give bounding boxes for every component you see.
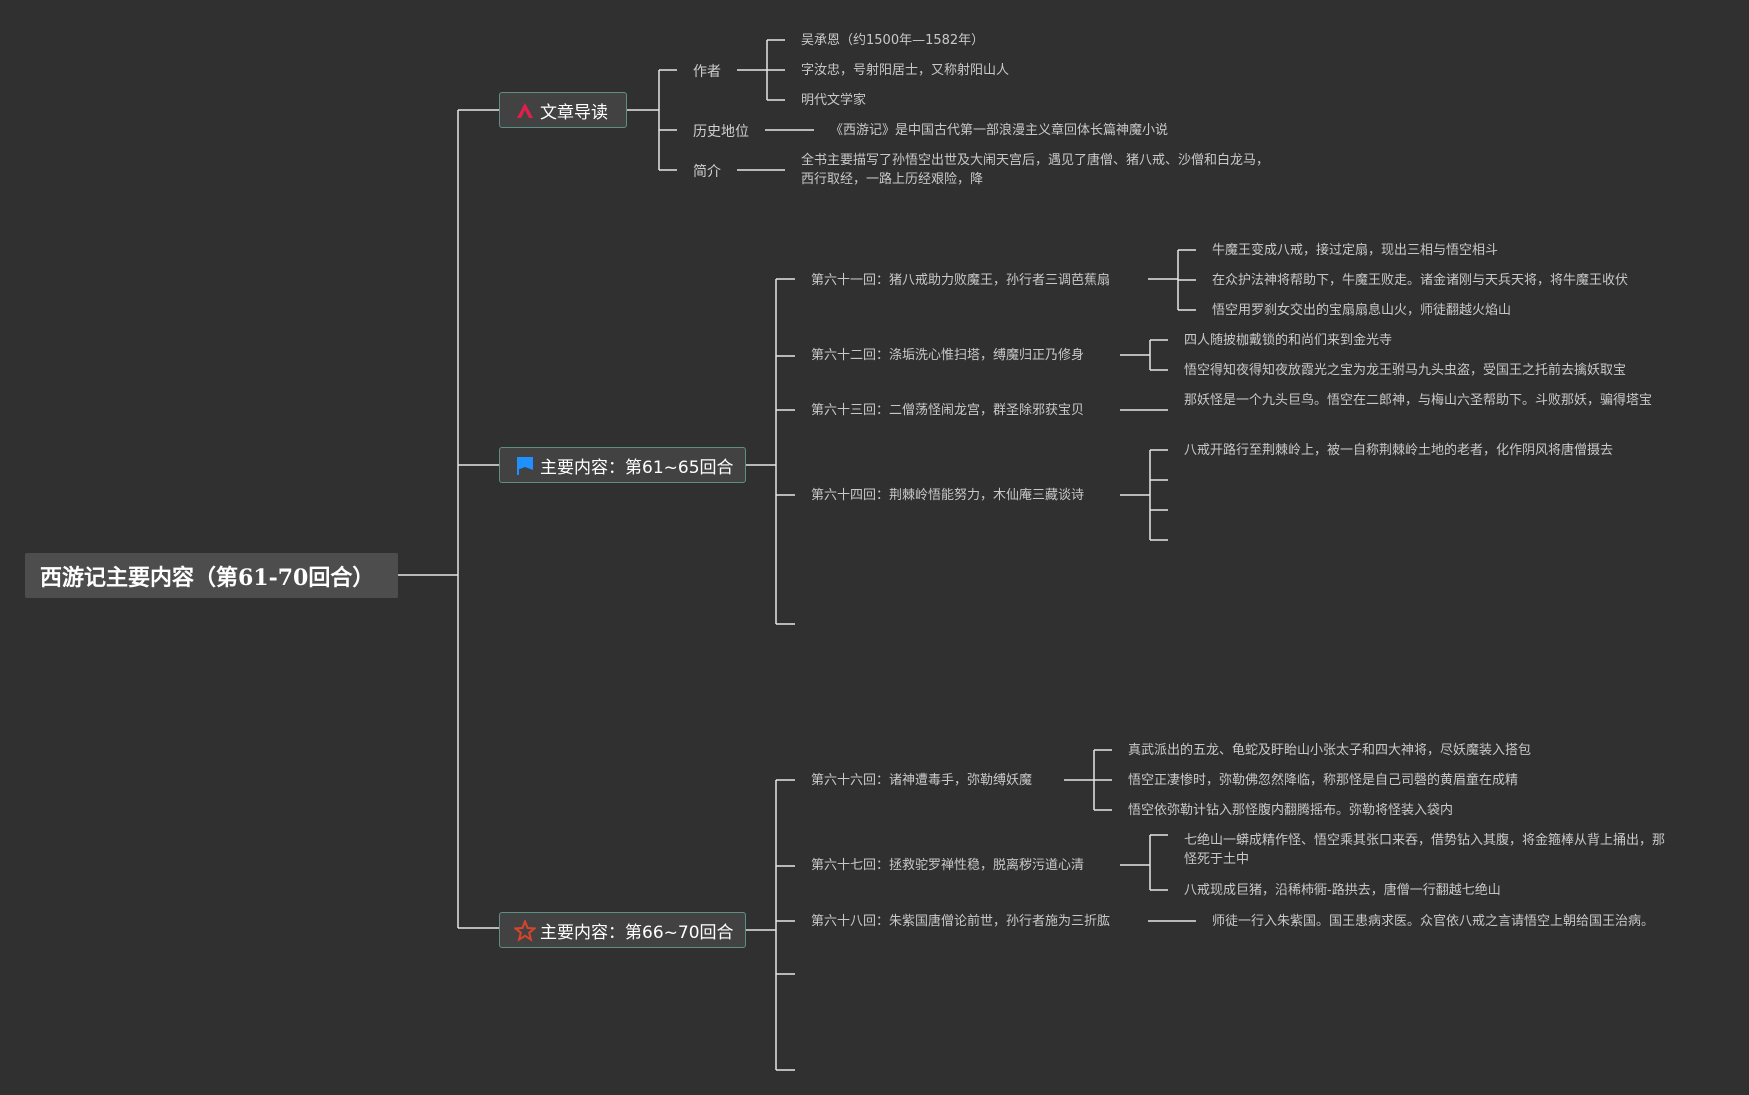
topic-chapters-61-65[interactable]: 主要内容：第61~65回合 <box>499 447 746 483</box>
blue-flag-icon <box>514 455 536 477</box>
chapter-62-item[interactable]: 悟空得知夜得知夜放霞光之宝为龙王驸马九头虫盗，受国王之托前去擒妖取宝 <box>1184 363 1627 378</box>
chapter-62-item[interactable]: 四人随披枷戴锁的和尚们来到金光寺 <box>1184 333 1393 348</box>
chapter-61-item[interactable]: 牛魔王变成八戒，接过定扇，现出三相与悟空相斗 <box>1212 243 1499 258</box>
root-topic[interactable]: 西游记主要内容（第61-70回合） <box>25 553 398 598</box>
topic-label: 文章导读 <box>540 102 608 123</box>
chapter-66-item[interactable]: 悟空正凄惨时，弥勒佛忽然降临，称那怪是自己司磬的黄眉童在成精 <box>1128 773 1519 788</box>
chapter-68-title[interactable]: 第六十八回：朱紫国唐僧论前世，孙行者施为三折肱 <box>811 914 1111 929</box>
chapter-61-item[interactable]: 在众护法神将帮助下，牛魔王败走。诸金诸刚与天兵天将，将牛魔王收伏 <box>1212 273 1629 288</box>
history-text[interactable]: 《西游记》是中国古代第一部浪漫主义章回体长篇神魔小说 <box>830 123 1169 138</box>
subtopic-history[interactable]: 历史地位 <box>693 124 749 140</box>
chapter-66-title[interactable]: 第六十六回：诸神遭毒手，弥勒缚妖魔 <box>811 773 1033 788</box>
chapter-67-item[interactable]: 八戒现成巨猪，沿稀柿衕-路拱去，唐僧一行翻越七绝山 <box>1184 883 1501 898</box>
topic-label: 主要内容：第61~65回合 <box>540 457 734 478</box>
triangle-flag-icon <box>514 100 536 122</box>
author-item[interactable]: 明代文学家 <box>801 93 867 108</box>
red-star-icon <box>512 918 538 942</box>
chapter-63-item[interactable]: 那妖怪是一个九头巨鸟。悟空在二郎神，与梅山六圣帮助下。斗败那妖，骗得塔宝 <box>1184 393 1653 408</box>
subtopic-author[interactable]: 作者 <box>693 64 721 80</box>
chapter-61-item[interactable]: 悟空用罗刹女交出的宝扇扇息山火，师徒翻越火焰山 <box>1212 303 1512 318</box>
chapter-68-item[interactable]: 师徒一行入朱紫国。国王患病求医。众官依八戒之言请悟空上朝给国王治病。 <box>1212 914 1655 929</box>
chapter-67-item[interactable]: 七绝山一蟒成精作怪、悟空乘其张口来吞，借势钻入其腹，将金箍棒从背上捅出，那怪死于… <box>1184 833 1666 867</box>
topic-label: 主要内容：第66~70回合 <box>540 922 734 943</box>
chapter-62-title[interactable]: 第六十二回：涤垢洗心惟扫塔，缚魔归正乃修身 <box>811 348 1085 363</box>
chapter-61-title[interactable]: 第六十一回：猪八戒助力败魔王，孙行者三调芭蕉扇 <box>811 273 1111 288</box>
chapter-66-item[interactable]: 真武派出的五龙、龟蛇及盱眙山小张太子和四大神将，尽妖魔装入搭包 <box>1128 743 1532 758</box>
chapter-67-title[interactable]: 第六十七回：拯救驼罗禅性稳，脱离秽污道心清 <box>811 858 1085 873</box>
chapter-63-title[interactable]: 第六十三回：二僧荡怪闹龙宫，群圣除邪获宝贝 <box>811 403 1085 418</box>
topic-chapters-66-70[interactable]: 主要内容：第66~70回合 <box>499 912 746 948</box>
chapter-64-item[interactable]: 八戒开路行至荆棘岭上，被一自称荆棘岭土地的老者，化作阴风将唐僧摄去 <box>1184 443 1614 458</box>
author-item[interactable]: 吴承恩（约1500年—1582年） <box>801 33 985 48</box>
root-title: 西游记主要内容（第61-70回合） <box>40 564 375 591</box>
chapter-66-item[interactable]: 悟空依弥勒计钻入那怪腹内翻腾摇布。弥勒将怪装入袋内 <box>1128 803 1454 818</box>
summary-text[interactable]: 全书主要描写了孙悟空出世及大闹天宫后，遇见了唐僧、猪八戒、沙僧和白龙马，西行取经… <box>801 153 1270 187</box>
chapter-64-title[interactable]: 第六十四回：荆棘岭悟能努力，木仙庵三藏谈诗 <box>811 488 1085 503</box>
subtopic-summary[interactable]: 简介 <box>693 164 721 180</box>
topic-article-guide[interactable]: 文章导读 <box>499 92 627 128</box>
author-item[interactable]: 字汝忠，号射阳居士，又称射阳山人 <box>801 63 1010 78</box>
